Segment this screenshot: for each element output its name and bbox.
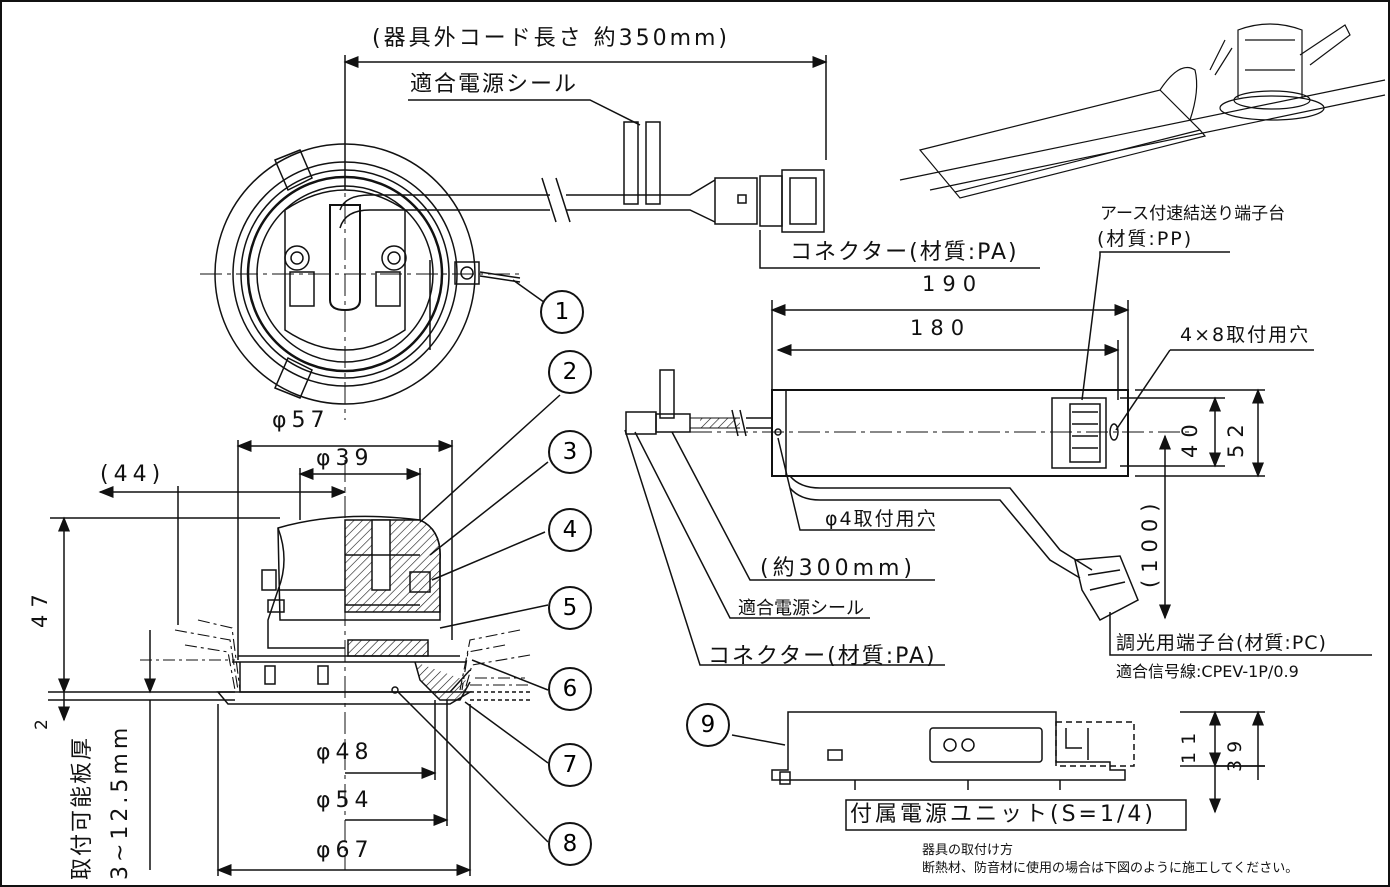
side-view-fixture	[216, 515, 473, 705]
hole4-label: φ4取付用穴	[825, 508, 938, 530]
install-note-title: 器具の取付け方	[922, 843, 1014, 858]
dim39: 39	[1224, 733, 1246, 772]
phi48: φ48	[316, 740, 374, 765]
cord-length-label: (器具外コード長さ 約350mm)	[372, 26, 731, 51]
dim-190: 190	[922, 272, 984, 296]
dim47: 47	[28, 587, 52, 628]
dim-100: (100)	[1138, 496, 1162, 588]
dim44: (44)	[100, 462, 166, 487]
callout-8: 8	[548, 822, 592, 866]
terminal-material: (材質:PP)	[1097, 228, 1194, 250]
callout-7: 7	[548, 743, 592, 787]
connector-label: コネクター(材質:PA)	[708, 644, 937, 669]
callout-2: 2	[548, 350, 592, 394]
install-sketch	[899, 23, 1386, 199]
seal-top-label: 適合電源シール	[410, 72, 579, 97]
dim-40: 40	[1178, 417, 1202, 458]
callout-4: 4	[548, 508, 592, 552]
power-unit-plan	[625, 369, 1139, 621]
callout-3: 3	[548, 430, 592, 474]
dim-52: 52	[1224, 417, 1248, 458]
unit-title: 付属電源ユニット(S=1/4)	[850, 802, 1156, 827]
mount-hole-label: 4×8取付用穴	[1180, 324, 1311, 346]
thickness-label: 取付可能板厚	[70, 735, 95, 880]
callout-1: 1	[540, 290, 584, 334]
thickness-range: 3~12.5mm	[108, 723, 133, 880]
connector-top-label: コネクター(材質:PA)	[790, 240, 1019, 265]
dim-180: 180	[910, 316, 972, 340]
terminal-label: アース付速結送り端子台	[1100, 204, 1286, 224]
seal-label: 適合電源シール	[738, 598, 864, 619]
top-view-fixture	[214, 121, 825, 405]
callout-6: 6	[548, 667, 592, 711]
signal-wire-label: 適合信号線:CPEV-1P/0.9	[1116, 662, 1299, 681]
callout-5: 5	[548, 586, 592, 630]
dimming-terminal-label: 調光用端子台(材質:PC)	[1116, 632, 1327, 654]
callout-9: 9	[686, 703, 730, 747]
dim11: 11	[1178, 725, 1200, 764]
install-note-text: 断熱材、防音材に使用の場合は下図のように施工してください。	[922, 861, 1299, 876]
phi67: φ67	[316, 838, 374, 863]
phi57: φ57	[272, 408, 330, 433]
power-unit-side	[771, 711, 1135, 790]
phi39: φ39	[316, 446, 374, 471]
phi54: φ54	[316, 788, 374, 813]
dim2: 2	[32, 719, 52, 730]
cord300-label: (約300mm)	[760, 556, 917, 581]
